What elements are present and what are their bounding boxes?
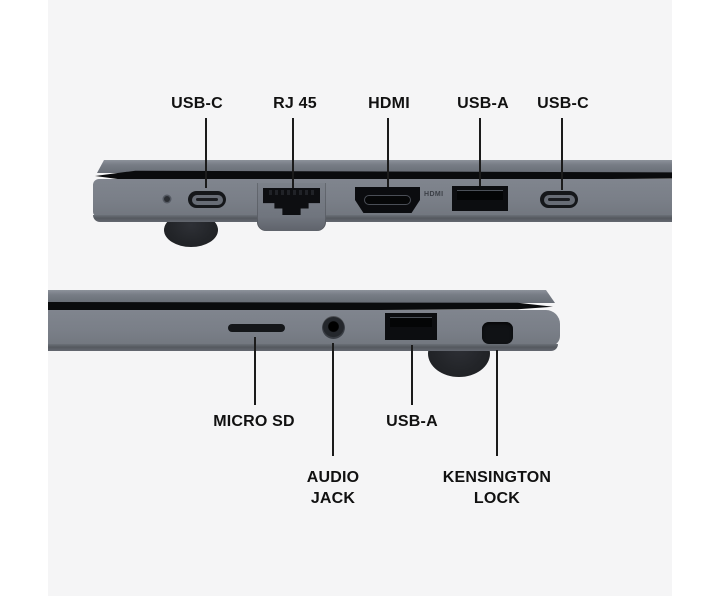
- lid-base-seam: [48, 302, 553, 312]
- leader-line-usb-c-right: [561, 118, 563, 190]
- leader-line-hdmi: [387, 118, 389, 187]
- audio-jack-port-icon: [322, 316, 345, 339]
- port-label-usb-a-bottom: USB-A: [386, 413, 438, 430]
- micro-sd-slot-icon: [228, 324, 285, 332]
- port-label-audio-jack: AUDIO JACK: [307, 467, 360, 509]
- usb-a-port-icon: [452, 186, 508, 211]
- laptop-right-side-body: [48, 310, 560, 346]
- port-label-micro-sd: MICRO SD: [213, 413, 295, 430]
- port-label-hdmi: HDMI: [368, 95, 410, 112]
- leader-line-rj45: [292, 118, 294, 188]
- laptop-lid-edge: [48, 290, 555, 303]
- leader-line-audio-jack: [332, 343, 334, 456]
- port-label-usb-c-right: USB-C: [537, 95, 589, 112]
- leader-line-usb-a-top: [479, 118, 481, 186]
- laptop-bottom-edge: [93, 215, 672, 222]
- port-label-line: LOCK: [473, 490, 521, 507]
- port-label-usb-c-left: USB-C: [171, 95, 223, 112]
- kensington-lock-slot-icon: [482, 322, 513, 344]
- port-label-rj45: RJ 45: [273, 95, 317, 112]
- port-label-line: KENSINGTON: [442, 469, 552, 486]
- port-label-kensington-lock: KENSINGTON LOCK: [443, 467, 551, 509]
- leader-line-usb-a-bottom: [411, 345, 413, 405]
- leader-line-micro-sd: [254, 337, 256, 405]
- leader-line-usb-c-left: [205, 118, 207, 188]
- usb-c-port-icon: [540, 191, 578, 208]
- charging-led-indicator: [164, 196, 170, 202]
- port-label-line: AUDIO: [306, 469, 360, 486]
- port-label-line: JACK: [310, 490, 356, 507]
- laptop-lid-edge: [97, 160, 672, 173]
- hdmi-engraving-text: HDMI: [424, 191, 444, 198]
- usb-c-port-icon: [188, 191, 226, 208]
- hdmi-port-icon: [355, 187, 420, 213]
- port-label-usb-a-top: USB-A: [457, 95, 509, 112]
- lid-base-seam: [95, 170, 672, 182]
- usb-a-port-icon: [385, 313, 437, 340]
- laptop-bottom-edge: [48, 344, 558, 351]
- leader-line-kensington: [496, 350, 498, 456]
